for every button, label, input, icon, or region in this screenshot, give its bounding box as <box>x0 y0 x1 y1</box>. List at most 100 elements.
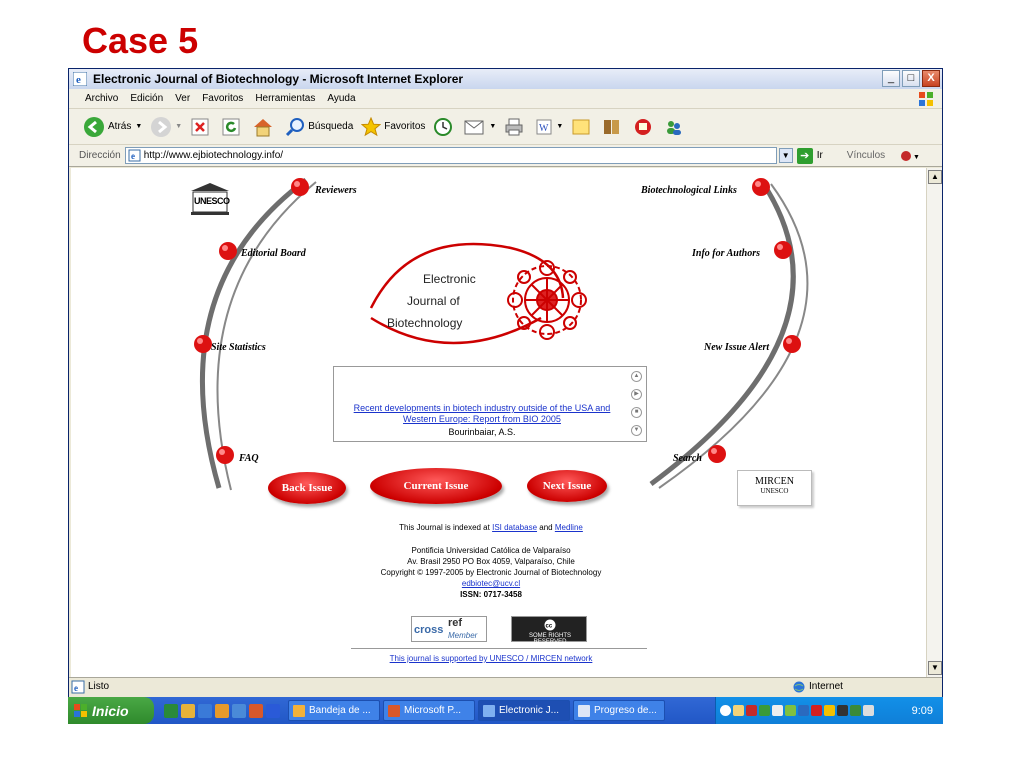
task-electronic-journal[interactable]: Electronic J... <box>478 700 570 721</box>
creative-commons-badge[interactable]: cc SOME RIGHTS RESERVED <box>511 616 587 645</box>
tray-display-icon[interactable] <box>798 705 809 716</box>
news-author: Bourinbaiar, A.S. <box>448 427 516 437</box>
news-down-icon[interactable]: ▼ <box>631 425 642 436</box>
mail-icon <box>464 120 484 134</box>
address-input[interactable]: e http://www.ejbiotechnology.info/ <box>124 147 777 164</box>
next-issue-button[interactable]: Next Issue <box>527 470 607 502</box>
copyright-line: Copyright © 1997-2005 by Electronic Jour… <box>380 568 602 577</box>
menu-favoritos[interactable]: Favoritos <box>202 93 244 104</box>
messenger-button[interactable] <box>633 117 656 137</box>
discuss-button[interactable] <box>571 117 594 137</box>
system-tray: 9:09 <box>715 697 943 724</box>
email-link[interactable]: edbiotec@ucv.cl <box>461 579 521 588</box>
menu-ver[interactable]: Ver <box>175 93 191 104</box>
tray-device-icon[interactable] <box>863 705 874 716</box>
forward-dropdown-icon[interactable]: ▼ <box>175 123 183 130</box>
tray-mail-icon[interactable] <box>733 705 744 716</box>
scroll-down-icon[interactable]: ▼ <box>928 661 942 675</box>
task-microsoft-powerpoint[interactable]: Microsoft P... <box>383 700 475 721</box>
back-button[interactable]: Atrás ▼ <box>83 116 142 138</box>
ie-quicklaunch-icon[interactable] <box>198 703 212 718</box>
menu-ayuda[interactable]: Ayuda <box>327 93 356 104</box>
mail-button[interactable]: ▼ <box>464 118 496 136</box>
go-arrow-icon: ➔ <box>796 147 813 164</box>
restore-button[interactable]: □ <box>902 70 920 87</box>
task-bandeja-label: Bandeja de ... <box>309 705 371 716</box>
back-dropdown-icon[interactable]: ▼ <box>135 123 143 130</box>
refresh-button[interactable] <box>221 117 244 137</box>
indexed-and: and <box>539 523 553 532</box>
tray-messenger-icon[interactable] <box>811 705 822 716</box>
site-statistics-label: Site Statistics <box>211 342 266 353</box>
quick-launch <box>164 703 280 718</box>
browser-window: e Electronic Journal of Biotechnology - … <box>68 68 943 724</box>
tray-volume-icon[interactable] <box>837 705 848 716</box>
task-progreso[interactable]: Progreso de... <box>573 700 665 721</box>
news-up-icon[interactable]: ▲ <box>631 371 642 382</box>
excel-icon[interactable] <box>164 703 178 718</box>
go-button[interactable]: ➔ Ir <box>796 147 823 164</box>
svg-text:e: e <box>74 683 78 693</box>
stop-button[interactable] <box>190 117 213 137</box>
messenger-icon <box>635 118 652 135</box>
links-label[interactable]: Vínculos <box>846 150 886 161</box>
close-button[interactable]: X <box>922 70 940 87</box>
mircen-logo[interactable]: MIRCEN UNESCO <box>737 470 812 506</box>
tray-check-icon[interactable] <box>850 705 861 716</box>
start-button[interactable]: Inicio <box>68 697 154 724</box>
unesco-logo[interactable]: UNESCO <box>189 181 231 217</box>
windows-logo-icon <box>919 92 933 106</box>
news-play-icon[interactable]: ▶ <box>631 389 642 400</box>
clock[interactable]: 9:09 <box>911 704 933 717</box>
edit-button[interactable]: W ▼ <box>535 118 563 136</box>
edit-dropdown-icon[interactable]: ▼ <box>556 123 564 130</box>
word-edit-icon: W <box>536 119 552 134</box>
explorer-icon[interactable] <box>232 703 246 718</box>
address-dropdown-icon[interactable]: ▼ <box>778 148 793 163</box>
menu-archivo[interactable]: Archivo <box>85 93 119 104</box>
search-label: Search <box>673 453 702 464</box>
mail-dropdown-icon[interactable]: ▼ <box>489 123 497 130</box>
word-icon[interactable] <box>266 703 280 718</box>
unesco-temple-icon <box>191 183 229 215</box>
menu-herramientas[interactable]: Herramientas <box>255 93 316 104</box>
tray-expand-icon[interactable] <box>720 705 731 716</box>
address-url: http://www.ejbiotechnology.info/ <box>143 150 284 161</box>
vertical-scrollbar[interactable]: ▲ ▼ <box>926 168 942 677</box>
powerpoint-icon[interactable] <box>249 703 263 718</box>
menu-edicion[interactable]: Edición <box>130 93 164 104</box>
forward-button[interactable]: ▼ <box>150 116 182 138</box>
editorial-board-bullet-icon <box>219 242 237 260</box>
minimize-button[interactable]: _ <box>882 70 900 87</box>
folder-icon[interactable] <box>181 703 195 718</box>
toolbar-extension-icon[interactable]: ▼ <box>899 149 921 163</box>
tray-network-icon[interactable] <box>759 705 770 716</box>
contacts-button[interactable] <box>664 117 687 137</box>
title-bar[interactable]: e Electronic Journal of Biotechnology - … <box>69 69 942 89</box>
mircen-subtitle: UNESCO <box>760 487 789 495</box>
isi-link[interactable]: ISI database <box>492 523 538 532</box>
history-button[interactable] <box>433 117 456 137</box>
back-issue-button[interactable]: Back Issue <box>268 472 346 504</box>
news-stop-icon[interactable]: ■ <box>631 407 642 418</box>
scroll-up-icon[interactable]: ▲ <box>928 170 942 184</box>
tray-printer-icon[interactable] <box>772 705 783 716</box>
crossref-badge[interactable]: cross ref Member <box>411 616 487 642</box>
support-link[interactable]: This journal is supported by UNESCO / MI… <box>389 654 593 663</box>
favorites-button[interactable]: Favoritos <box>361 116 425 137</box>
news-headline-link[interactable]: Recent developments in biotech industry … <box>353 403 611 424</box>
print-button[interactable] <box>504 117 527 137</box>
task-bandeja[interactable]: Bandeja de ... <box>288 700 380 721</box>
outlook-icon[interactable] <box>215 703 229 718</box>
page-content: UNESCO Reviewers Editorial Board Site St… <box>71 168 926 677</box>
tray-antivirus-icon[interactable] <box>785 705 796 716</box>
current-issue-button[interactable]: Current Issue <box>370 468 502 504</box>
status-bar: e Listo Internet <box>69 677 942 695</box>
tray-alert-icon[interactable] <box>824 705 835 716</box>
medline-link[interactable]: Medline <box>554 523 583 532</box>
tray-security-icon[interactable] <box>746 705 757 716</box>
search-button[interactable]: Búsqueda <box>285 117 353 137</box>
research-button[interactable] <box>602 117 625 137</box>
taskbar: Inicio Bandeja de ... Microsoft P... Ele… <box>68 697 943 724</box>
home-button[interactable] <box>252 117 277 137</box>
